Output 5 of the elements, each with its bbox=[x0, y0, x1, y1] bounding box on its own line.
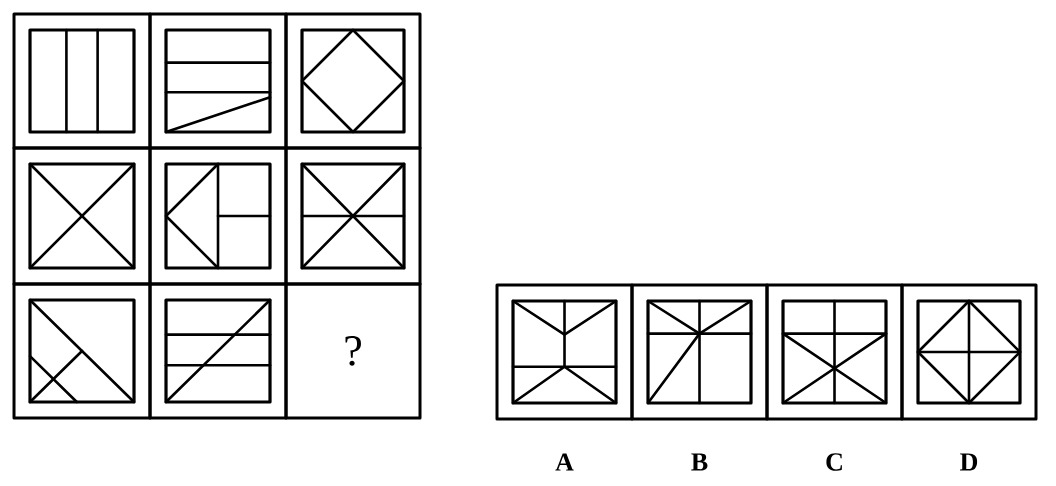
option-letter: D bbox=[960, 453, 978, 471]
option-letter: A bbox=[555, 453, 574, 471]
option-letter: B bbox=[691, 453, 708, 471]
question-cell: ? bbox=[284, 282, 422, 420]
option-letter: C bbox=[826, 453, 842, 471]
